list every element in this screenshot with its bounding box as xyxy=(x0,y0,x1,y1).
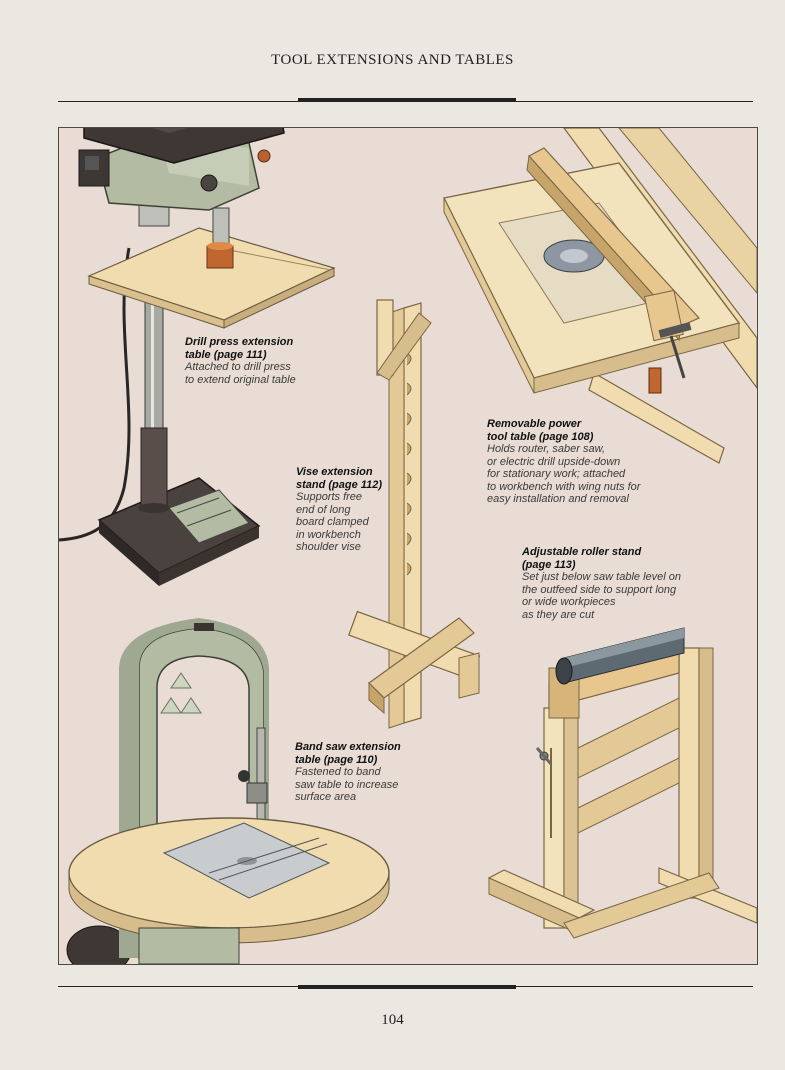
illustration-frame: Drill press extension table (page 111) A… xyxy=(58,127,758,965)
vise-stand-caption-text: Supports free end of long board clamped … xyxy=(296,491,369,553)
footer-rule-accent xyxy=(298,985,516,989)
drill-press-illustration xyxy=(59,128,336,586)
page-title: TOOL EXTENSIONS AND TABLES xyxy=(271,52,514,68)
band-saw-caption-title: Band saw extension table (page 110) xyxy=(295,741,401,766)
band-saw-caption: Band saw extension table (page 110) Fast… xyxy=(295,741,401,804)
vise-stand-caption: Vise extension stand (page 112) Supports… xyxy=(296,466,382,554)
vise-stand-illustration xyxy=(348,299,481,729)
page-number: 104 xyxy=(381,1012,404,1028)
vise-stand-caption-title: Vise extension stand (page 112) xyxy=(296,466,382,491)
drill-press-caption-text: Attached to drill press to extend origin… xyxy=(185,361,296,386)
drill-press-caption: Drill press extension table (page 111) A… xyxy=(185,336,296,386)
power-tool-table-caption: Removable power tool table (page 108) Ho… xyxy=(487,418,640,506)
power-tool-table-caption-title: Removable power tool table (page 108) xyxy=(487,418,594,443)
roller-stand-caption-text: Set just below saw table level on the ou… xyxy=(522,571,681,621)
power-tool-table-caption-text: Holds router, saber saw, or electric dri… xyxy=(487,443,641,505)
drill-press-caption-title: Drill press extension table (page 111) xyxy=(185,336,294,361)
header-rule-accent xyxy=(298,98,516,102)
band-saw-caption-text: Fastened to band saw table to increase s… xyxy=(295,766,399,803)
tools-illustration xyxy=(59,128,757,964)
roller-stand-illustration xyxy=(487,627,757,939)
roller-stand-caption-title: Adjustable roller stand (page 113) xyxy=(522,546,642,571)
band-saw-illustration xyxy=(66,618,390,964)
roller-stand-caption: Adjustable roller stand (page 113) Set j… xyxy=(522,546,681,621)
power-tool-table-illustration xyxy=(442,128,757,464)
